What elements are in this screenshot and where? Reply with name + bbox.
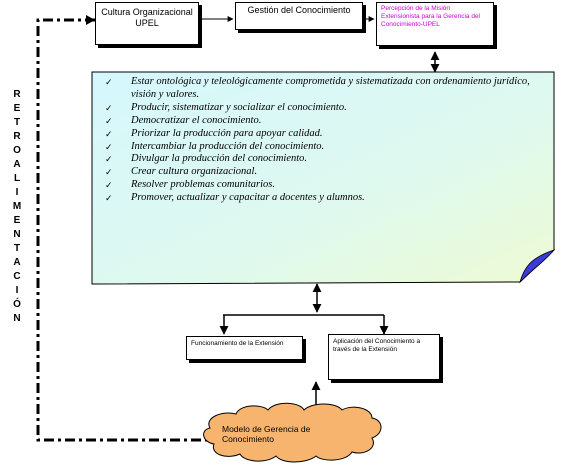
- objective-item: ✓ Divulgar la producción del conocimiento…: [105, 153, 555, 166]
- aplicacion-conocimiento-box: Aplicación del Conocimiento a través de …: [328, 334, 440, 380]
- retroalimentacion-letter: M: [12, 201, 22, 212]
- check-icon: ✓: [105, 77, 113, 87]
- retroalimentacion-letter: I: [15, 187, 19, 198]
- cultura-organizacional-box: Cultura Organizacional UPEL: [95, 2, 199, 45]
- check-icon: ✓: [105, 180, 113, 191]
- retroalimentacion-letter: Ó: [13, 299, 21, 310]
- objective-item: ✓ Promover, actualizar y capacitar a doce…: [105, 192, 555, 205]
- retroalimentacion-letter: R: [13, 131, 21, 142]
- objective-text: Producir, sistematizar y socializar el c…: [131, 101, 347, 113]
- retroalimentacion-letter: T: [13, 243, 21, 254]
- retroalimentacion-letter: I: [15, 285, 19, 296]
- check-icon: ✓: [105, 115, 113, 126]
- objectives-list: ✓ Estar ontológica y teleológicamente com…: [105, 76, 555, 205]
- retroalimentacion-letter: N: [13, 313, 21, 324]
- objective-item: ✓ Democratizar el conocimiento.: [105, 115, 555, 128]
- retroalimentacion-letter: A: [13, 159, 21, 170]
- retroalimentacion-letter: E: [13, 215, 21, 226]
- model-cloud: [203, 402, 382, 463]
- gestion-conocimiento-box: Gestión del Conocimiento: [235, 2, 363, 30]
- objective-item: ✓ Resolver problemas comunitarios.: [105, 179, 555, 192]
- retroalimentacion-letter: N: [13, 229, 21, 240]
- percepcion-mision-box: Percepción de la Misión Extensionista pa…: [376, 2, 494, 46]
- check-icon: ✓: [105, 128, 113, 139]
- feedback-loop: [36, 18, 208, 442]
- check-icon: ✓: [105, 167, 113, 178]
- objective-item: ✓ Producir, sistematizar y socializar el …: [105, 102, 555, 115]
- objective-text: Priorizar la producción para apoyar cali…: [131, 127, 323, 139]
- objective-item: ✓ Intercambiar la producción del conocimi…: [105, 141, 555, 154]
- objective-text: Estar ontológica y teleológicamente comp…: [131, 76, 530, 100]
- funcionamiento-extension-label: Funcionamiento de la Extensión: [191, 340, 284, 347]
- objective-text: Resolver problemas comunitarios.: [131, 179, 275, 191]
- cultura-organizacional-label: Cultura Organizacional UPEL: [101, 7, 193, 28]
- retroalimentacion-letter: L: [13, 173, 21, 184]
- objective-text: Democratizar el conocimiento.: [131, 114, 262, 126]
- retroalimentacion-letter: E: [13, 103, 21, 114]
- retroalimentacion-letter: T: [13, 117, 21, 128]
- objective-item: ✓ Crear cultura organizacional.: [105, 166, 555, 179]
- retroalimentacion-letter: A: [13, 257, 21, 268]
- retroalimentacion-letter: C: [13, 271, 21, 282]
- objective-text: Crear cultura organizacional.: [131, 166, 258, 178]
- objective-text: Divulgar la producción del conocimiento.: [131, 153, 308, 165]
- check-icon: ✓: [105, 193, 113, 204]
- percepcion-mision-label: Percepción de la Misión Extensionista pa…: [381, 5, 481, 28]
- retroalimentacion-letter: O: [13, 145, 21, 156]
- aplicacion-conocimiento-label: Aplicación del Conocimiento a través de …: [333, 338, 421, 353]
- check-icon: ✓: [105, 102, 113, 113]
- modelo-gerencia-label: Modelo de Gerencia de Conocimiento: [222, 424, 311, 444]
- note-curl: [519, 249, 556, 284]
- check-icon: ✓: [105, 154, 113, 165]
- gestion-conocimiento-label: Gestión del Conocimiento: [247, 5, 351, 15]
- retroalimentacion-letter: R: [13, 89, 21, 100]
- objective-item: ✓ Priorizar la producción para apoyar cal…: [105, 128, 555, 141]
- objective-text: Intercambiar la producción del conocimie…: [131, 140, 325, 152]
- objective-text: Promover, actualizar y capacitar a docen…: [131, 192, 365, 204]
- objective-item: ✓ Estar ontológica y teleológicamente com…: [105, 76, 555, 102]
- funcionamiento-extension-box: Funcionamiento de la Extensión: [186, 336, 303, 360]
- check-icon: ✓: [105, 141, 113, 152]
